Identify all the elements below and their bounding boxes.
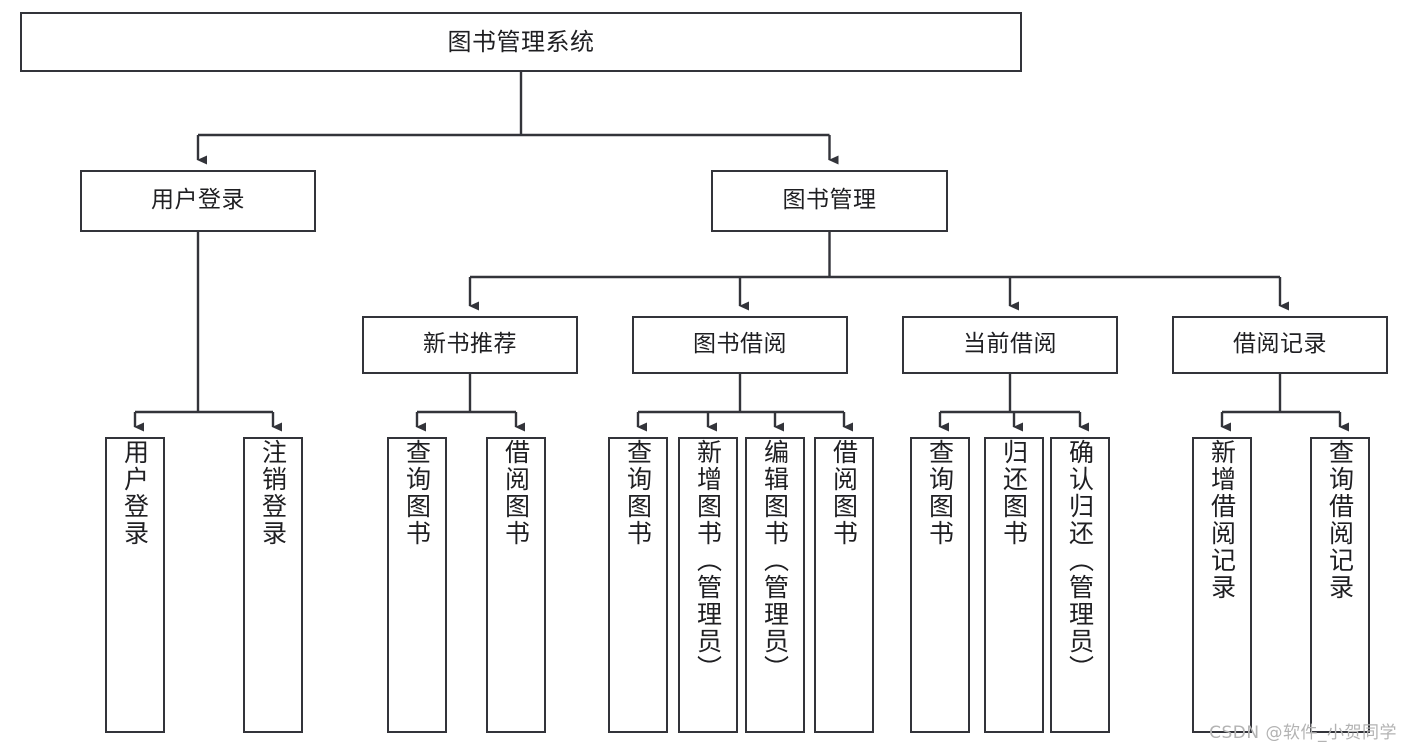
node-label: 图书管理系统 xyxy=(447,27,595,56)
node-leaf-query-book-2[interactable]: 查询图书 xyxy=(608,437,668,733)
node-label: 新增借阅记录 xyxy=(1207,439,1237,601)
node-label: 归还图书 xyxy=(999,439,1029,547)
node-leaf-query-book-3[interactable]: 查询图书 xyxy=(910,437,970,733)
node-label: 借阅图书 xyxy=(829,439,859,547)
node-label: 查询图书 xyxy=(925,439,955,547)
node-user-login[interactable]: 用户登录 xyxy=(80,170,316,232)
node-leaf-edit-book[interactable]: 编辑图书（管理员） xyxy=(745,437,805,733)
node-new-book-rec[interactable]: 新书推荐 xyxy=(362,316,578,374)
node-label: 查询图书 xyxy=(623,439,653,547)
node-label: 当前借阅 xyxy=(963,331,1057,358)
node-leaf-add-book[interactable]: 新增图书（管理员） xyxy=(678,437,738,733)
watermark-text: CSDN @软件_小贺同学 xyxy=(1209,723,1397,743)
node-label: 注销登录 xyxy=(258,439,288,547)
node-leaf-borrow-book-1[interactable]: 借阅图书 xyxy=(486,437,546,733)
node-label: 用户登录 xyxy=(120,439,150,547)
node-book-manage[interactable]: 图书管理 xyxy=(711,170,948,232)
node-label: 图书借阅 xyxy=(693,331,787,358)
node-leaf-logout[interactable]: 注销登录 xyxy=(243,437,303,733)
node-current-borrow[interactable]: 当前借阅 xyxy=(902,316,1118,374)
node-label: 确认归还（管理员） xyxy=(1065,439,1095,682)
node-leaf-return-book[interactable]: 归还图书 xyxy=(984,437,1044,733)
node-label: 新增图书（管理员） xyxy=(693,439,723,682)
node-label: 编辑图书（管理员） xyxy=(760,439,790,682)
node-leaf-query-record[interactable]: 查询借阅记录 xyxy=(1310,437,1370,733)
node-label: 图书管理 xyxy=(782,187,877,214)
node-leaf-query-book-1[interactable]: 查询图书 xyxy=(387,437,447,733)
node-book-borrow[interactable]: 图书借阅 xyxy=(632,316,848,374)
node-leaf-add-record[interactable]: 新增借阅记录 xyxy=(1192,437,1252,733)
node-label: 查询图书 xyxy=(402,439,432,547)
node-label: 新书推荐 xyxy=(423,331,517,358)
node-root[interactable]: 图书管理系统 xyxy=(20,12,1022,72)
node-label: 借阅记录 xyxy=(1233,331,1327,358)
node-label: 借阅图书 xyxy=(501,439,531,547)
node-leaf-borrow-book-2[interactable]: 借阅图书 xyxy=(814,437,874,733)
node-label: 查询借阅记录 xyxy=(1325,439,1355,601)
node-leaf-confirm-return[interactable]: 确认归还（管理员） xyxy=(1050,437,1110,733)
node-borrow-record[interactable]: 借阅记录 xyxy=(1172,316,1388,374)
node-label: 用户登录 xyxy=(151,187,245,214)
node-leaf-user-login[interactable]: 用户登录 xyxy=(105,437,165,733)
